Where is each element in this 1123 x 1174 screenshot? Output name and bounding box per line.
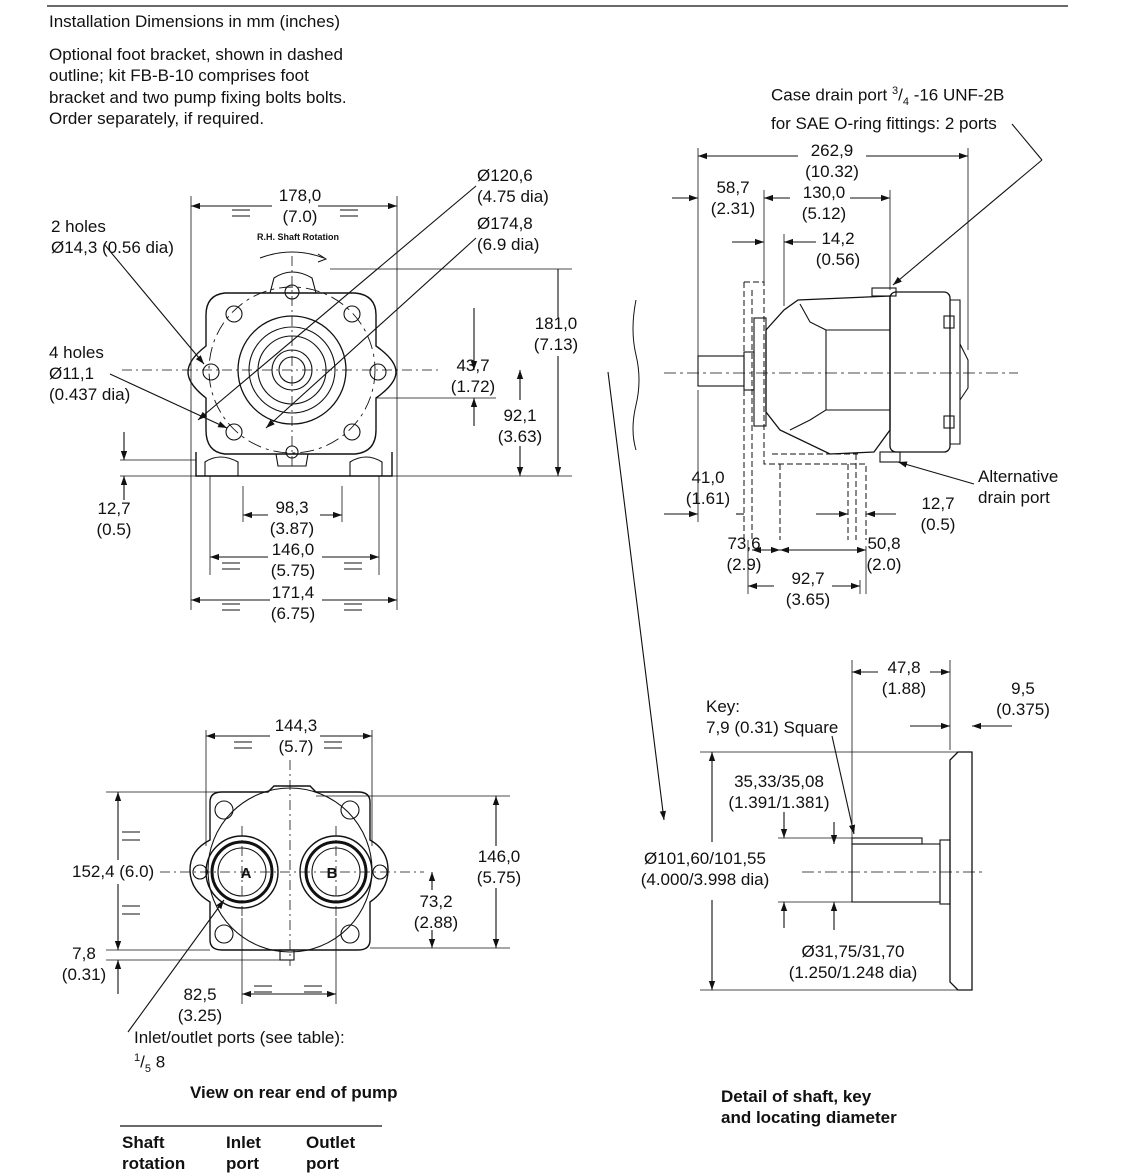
dim-82-5-label: 82,5(3.25) [177, 985, 223, 1025]
dim-14-2-label: 14,2(0.56) [815, 229, 861, 269]
note-line-1: Optional foot bracket, shown in dashed [49, 45, 343, 64]
dim-35-33-label: 35,33/35,08(1.391/1.381) [728, 772, 830, 812]
note-line-4: Order separately, if required. [49, 109, 265, 128]
dim-98-3-label: 98,3(3.87) [269, 498, 315, 538]
dim-92-1-label: 92,1(3.63) [497, 406, 543, 446]
rear-view-caption: View on rear end of pump [190, 1083, 398, 1102]
dim-92-7-label: 92,7(3.65) [785, 569, 831, 609]
dim-12-7-side-label: 12,7(0.5) [920, 494, 956, 534]
dim-41-label: 41,0(1.61) [685, 468, 731, 508]
port-a-label: A [241, 865, 252, 882]
dim-47-8-label: 47,8(1.88) [881, 658, 927, 698]
note-line-2: outline; kit FB-B-10 comprises foot [49, 66, 309, 85]
dim-50-8-label: 50,8(2.0) [866, 534, 902, 574]
dia-174-label: Ø174,8(6.9 dia) [477, 214, 540, 254]
rear-view [106, 730, 510, 1033]
note-line-3: bracket and two pump fixing bolts bolts. [49, 88, 347, 107]
dim-31-75-label: Ø31,75/31,70(1.250/1.248 dia) [788, 942, 918, 982]
dim-7-8-label: 7,8(0.31) [61, 944, 107, 984]
port-b-label: B [327, 865, 338, 882]
dim-58-7-label: 58,7(2.31) [710, 178, 756, 218]
dim-146-front-label: 146,0(5.75) [270, 540, 316, 580]
key-label: Key:7,9 (0.31) Square [706, 697, 839, 737]
dim-146-rear-label: 146,0(5.75) [476, 847, 522, 887]
dim-43-7-label: 43,7(1.72) [450, 356, 496, 396]
page-title: Installation Dimensions in mm (inches) [49, 12, 340, 31]
dim-178-label: 178,0(7.0) [278, 186, 322, 226]
dim-73-2-label: 73,2(2.88) [413, 892, 459, 932]
front-view [103, 185, 572, 611]
dim-9-5-label: 9,5(0.375) [996, 679, 1050, 719]
dim-262-9-label: 262,9(10.32) [805, 141, 859, 181]
dim-12-7-front-label: 12,7(0.5) [96, 499, 132, 539]
dim-144-3-label: 144,3(5.7) [274, 716, 318, 756]
ports-note: Inlet/outlet ports (see table):1/5 8 [134, 1028, 345, 1076]
dim-130-label: 130,0(5.12) [801, 183, 847, 223]
shaft-detail [700, 660, 1012, 991]
dia-120-label: Ø120,6(4.75 dia) [477, 166, 549, 206]
dim-101-6-label: Ø101,60/101,55(4.000/3.998 dia) [640, 849, 770, 889]
dim-152-4-label: 152,4 (6.0) [72, 862, 155, 881]
dim-171-4-label: 171,4(6.75) [270, 583, 316, 623]
side-view [607, 123, 1043, 821]
dim-73-6-label: 73,6(2.9) [726, 534, 762, 574]
rotation-label: R.H. Shaft Rotation [257, 232, 339, 242]
dim-181-label: 181,0(7.13) [533, 314, 579, 354]
